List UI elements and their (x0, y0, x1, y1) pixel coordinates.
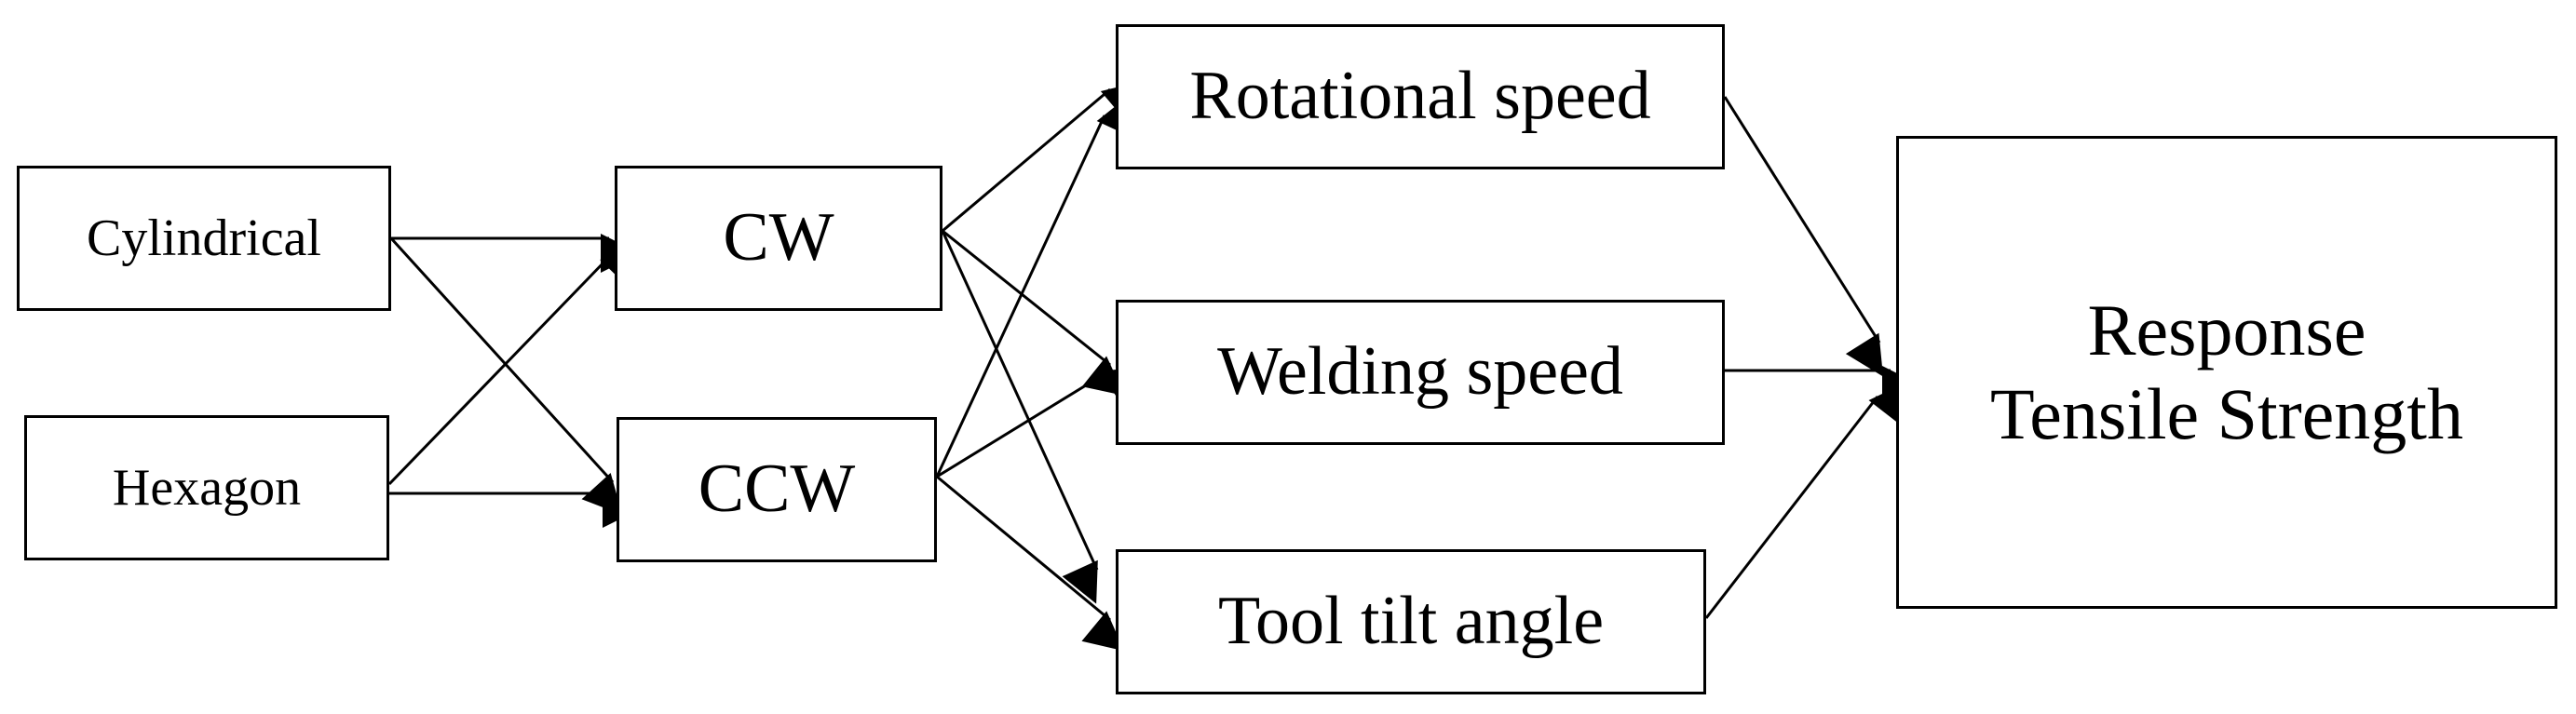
node-cw: CW (615, 166, 942, 311)
node-rotational-speed: Rotational speed (1116, 24, 1725, 169)
arrow-ccw-to-rotational (935, 93, 1132, 478)
node-hexagon: Hexagon (24, 415, 389, 560)
node-response: Response Tensile Strength (1896, 136, 2557, 609)
arrow-cw-to-welding (942, 229, 1125, 397)
node-tool-tilt-angle-label: Tool tilt angle (1217, 583, 1605, 660)
node-tool-tilt-angle: Tool tilt angle (1116, 549, 1706, 694)
arrow-ccw-to-welding (936, 367, 1145, 478)
arrow-cw-to-rotational (942, 80, 1144, 233)
arrow-rotational-to-response (1723, 96, 1884, 377)
arrow-ccw-to-tilt (936, 475, 1125, 652)
node-rotational-speed-label: Rotational speed (1189, 58, 1651, 135)
node-welding-speed-label: Welding speed (1217, 333, 1623, 411)
arrow-cylindrical-to-ccw (389, 236, 623, 516)
node-response-title: Response (2087, 290, 2366, 371)
node-welding-speed: Welding speed (1116, 300, 1725, 445)
arrow-cw-to-tilt (941, 230, 1099, 604)
node-ccw-label: CCW (698, 451, 856, 528)
arrow-tilt-to-response (1704, 381, 1908, 619)
node-cylindrical-label: Cylindrical (87, 209, 321, 267)
node-ccw: CCW (617, 417, 937, 562)
arrow-hexagon-to-cw (387, 245, 642, 486)
node-hexagon-label: Hexagon (112, 458, 302, 517)
node-response-subtitle: Tensile Strength (1990, 373, 2463, 454)
node-cylindrical: Cylindrical (17, 166, 391, 311)
node-cw-label: CW (723, 199, 834, 276)
